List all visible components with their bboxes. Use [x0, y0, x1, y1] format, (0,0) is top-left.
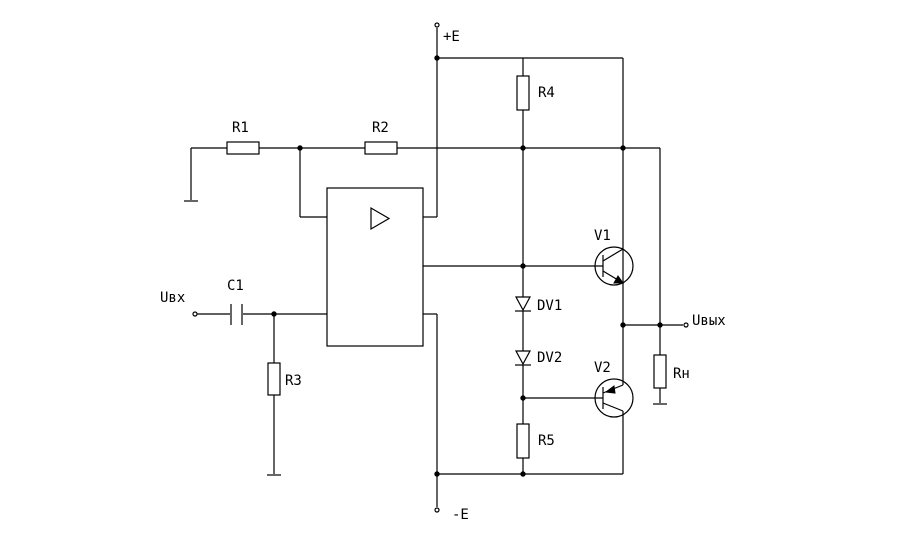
label-v1: V1: [594, 228, 611, 244]
label-neg-supply: -E: [452, 507, 469, 523]
labels: +E -E Uвх Uвых R1 R2 R3 R4 R5 C1 DV1 DV2…: [160, 29, 726, 523]
label-output: Uвых: [692, 313, 726, 329]
label-r1: R1: [232, 120, 249, 136]
junction-dot: [434, 471, 440, 477]
diode-dv1: [514, 296, 532, 312]
input-terminal: [192, 311, 198, 317]
label-pos-supply: +E: [443, 29, 460, 45]
junction-dot: [520, 145, 526, 151]
label-v2: V2: [594, 360, 611, 376]
neg-supply-terminal: [434, 507, 440, 513]
junction-dot: [520, 471, 526, 477]
output-terminal: [683, 322, 689, 328]
label-dv1: DV1: [537, 298, 562, 314]
diode-dv1-triangle: [514, 296, 532, 312]
junction-dot: [620, 145, 626, 151]
label-load: Rн: [673, 366, 690, 382]
junction-dot: [520, 395, 526, 401]
transistor-v1: [594, 246, 634, 286]
resistor-r1: [226, 141, 260, 155]
label-r2: R2: [372, 120, 389, 136]
diode-dv2: [514, 350, 532, 366]
junction-dot: [297, 145, 303, 151]
op-amp: [326, 187, 424, 347]
label-r5: R5: [538, 433, 555, 449]
junction-dot: [434, 55, 440, 61]
transistor-v2-body: [594, 378, 634, 418]
label-dv2: DV2: [537, 350, 562, 366]
transistor-v1-body: [594, 246, 634, 286]
wires: [190, 28, 683, 507]
diode-dv2-triangle: [514, 350, 532, 366]
op-amp-triangle-icon: [370, 206, 391, 231]
resistor-r5: [516, 423, 530, 459]
label-r4: R4: [538, 85, 555, 101]
transistor-v2: [594, 378, 634, 418]
transistor-v1-emitter-arrow: [613, 275, 624, 284]
junctions: [271, 55, 663, 477]
transistor-v1-collector: [602, 248, 624, 262]
resistor-r2: [364, 141, 398, 155]
label-r3: R3: [285, 373, 302, 389]
label-c1: C1: [227, 278, 244, 294]
junction-dot: [657, 322, 663, 328]
junction-dot: [520, 263, 526, 269]
op-amp-body: [326, 187, 424, 347]
transistor-v2-emitter-arrow: [604, 385, 616, 394]
label-input: Uвх: [160, 290, 185, 306]
transistor-v2-collector: [602, 402, 624, 412]
resistor-load: [653, 354, 667, 389]
resistor-r3: [267, 362, 281, 396]
capacitor-c1: [230, 304, 243, 325]
pos-supply-terminal: [434, 22, 440, 28]
junction-dot: [271, 311, 277, 317]
junction-dot: [620, 322, 626, 328]
resistor-r4: [516, 75, 530, 111]
